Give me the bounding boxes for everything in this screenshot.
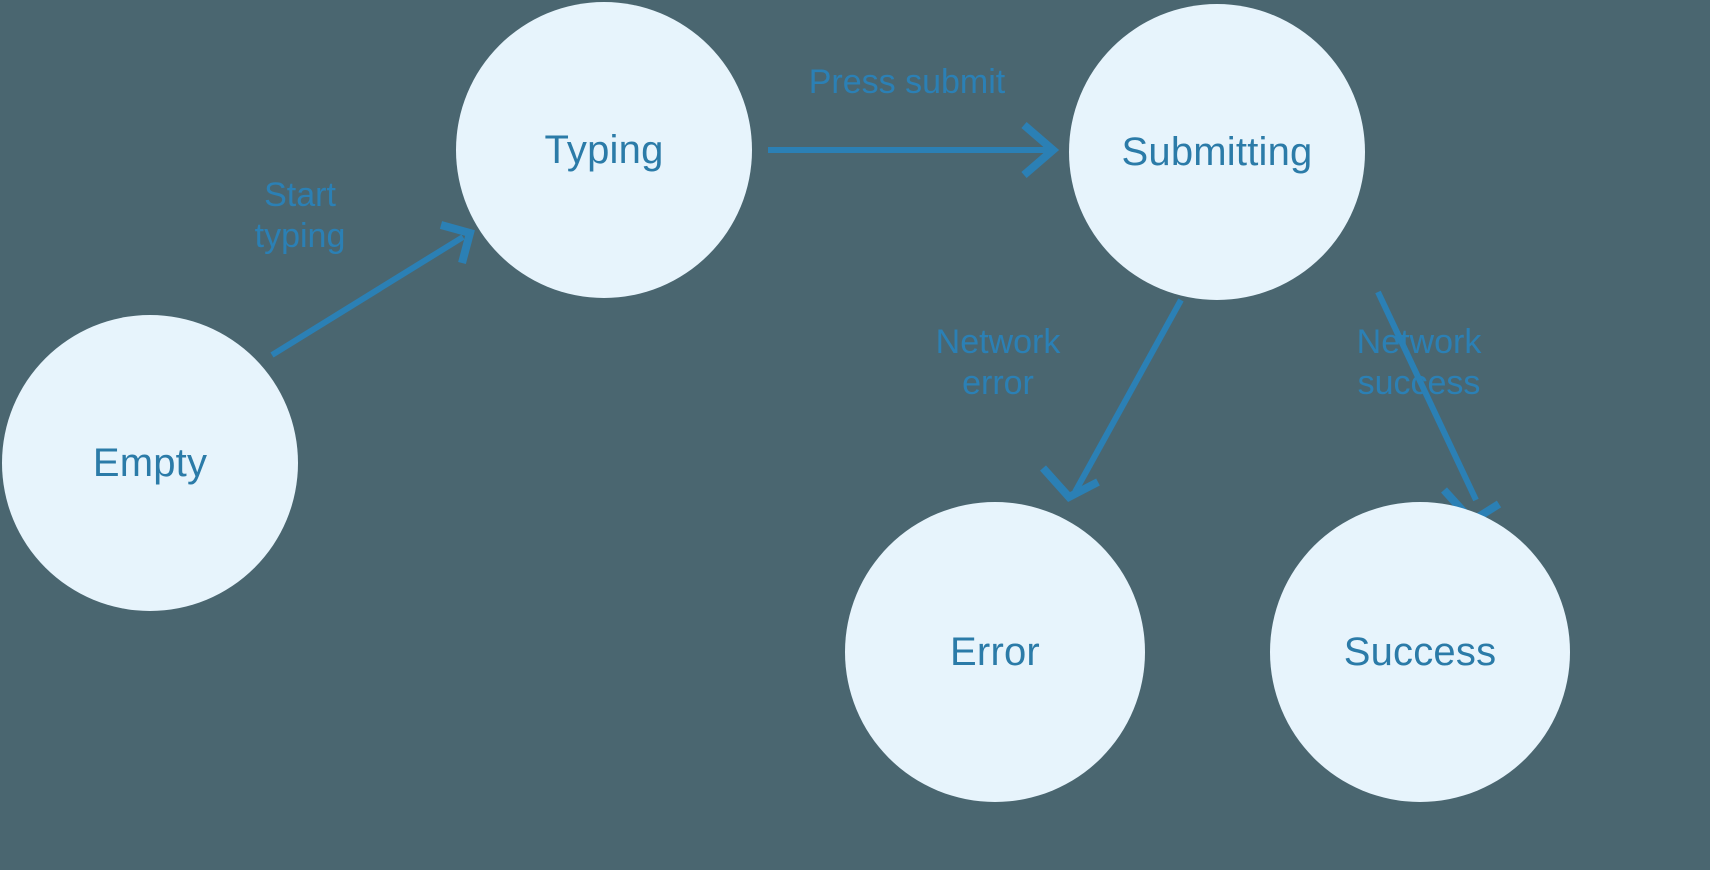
state-node-label: Submitting [1121, 130, 1313, 174]
state-node-success[interactable]: Success [1270, 502, 1570, 802]
state-node-error[interactable]: Error [845, 502, 1145, 802]
state-node-typing[interactable]: Typing [456, 2, 752, 298]
state-node-label: Success [1343, 630, 1497, 674]
state-node-label: Empty [92, 441, 208, 485]
edge-empty-to-typing [270, 221, 475, 358]
state-node-submitting[interactable]: Submitting [1069, 4, 1365, 300]
edge-typing-to-submitting [768, 121, 1060, 179]
edge-submitting-to-success [1375, 290, 1502, 527]
state-node-label: Typing [544, 128, 664, 172]
state-node-label: Error [950, 630, 1040, 674]
edge-submitting-to-error [1040, 298, 1184, 502]
state-node-empty[interactable]: Empty [2, 315, 298, 611]
